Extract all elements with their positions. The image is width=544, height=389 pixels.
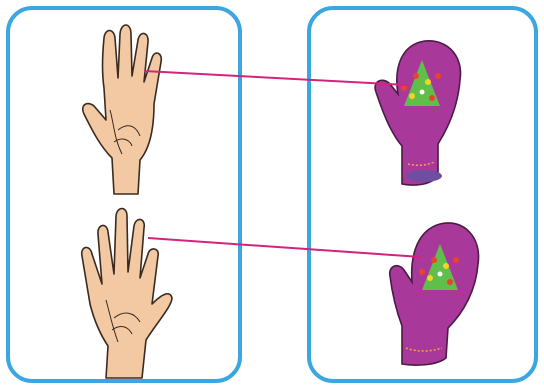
connector-line-1 xyxy=(144,71,407,85)
connector-line-2 xyxy=(148,238,421,257)
